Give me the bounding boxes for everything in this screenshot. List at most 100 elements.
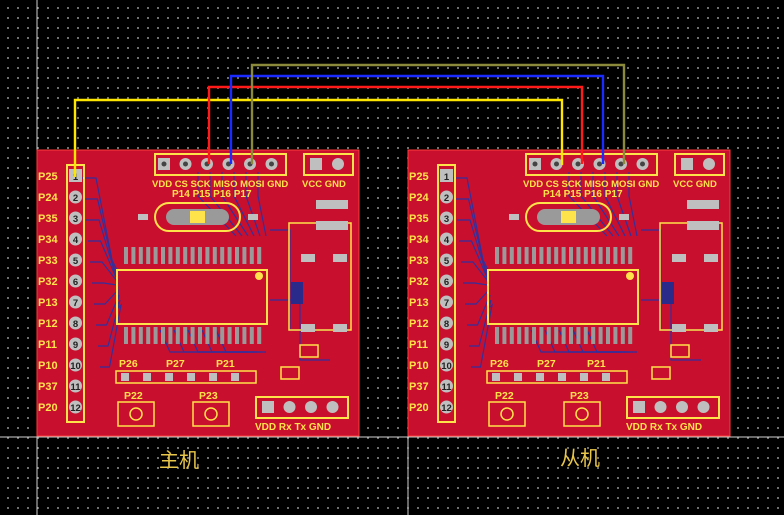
- mcu-pin-top: [591, 247, 596, 264]
- mcu-pins: [495, 247, 633, 344]
- mcu-pin-top: [561, 247, 566, 264]
- mcu-pin-top: [175, 247, 180, 264]
- mcu-pin-bottom: [532, 327, 536, 344]
- pin-number: 2: [73, 193, 78, 204]
- mcu-pin-top: [569, 247, 573, 264]
- trace-bottom-4: [586, 329, 637, 353]
- uart-pad-square: [633, 401, 645, 413]
- board-outline: [36, 149, 360, 437]
- regulator-tab: [662, 282, 674, 304]
- pin-number: 4: [444, 235, 450, 246]
- pin-pad: [69, 211, 82, 225]
- cap-small-2: [651, 366, 671, 380]
- led-pad: [209, 373, 217, 381]
- trace-bottom-4: [215, 329, 266, 353]
- mcu-pin-bottom: [606, 327, 610, 344]
- mcu-pin-top: [131, 247, 136, 264]
- mcu-pin-bottom: [190, 327, 195, 344]
- regulator-pad-3: [301, 324, 315, 332]
- power-header-outline: [674, 153, 725, 176]
- pin-number: 11: [70, 382, 81, 393]
- mcu-pin-bottom: [613, 327, 618, 344]
- pin-label-p37: P37: [38, 381, 58, 393]
- power-header-label: VCC GND: [302, 179, 346, 190]
- button-p22-outline: [117, 401, 155, 427]
- led-pad: [187, 373, 195, 381]
- led-pad: [580, 373, 588, 381]
- pin-pad: [440, 274, 453, 288]
- power-pad-square: [681, 158, 693, 170]
- pin-pad: [440, 190, 453, 204]
- crystal-pad-left: [509, 214, 519, 220]
- pin-label-p34: P34: [409, 234, 429, 246]
- trace-0: [453, 177, 490, 273]
- uart-pad: [326, 401, 339, 413]
- mcu-pin-bottom: [168, 327, 173, 344]
- mcu-pin-bottom: [495, 327, 499, 344]
- mcu-pin-bottom: [628, 327, 633, 344]
- power-pad-square: [310, 158, 322, 170]
- mcu-pin-top: [146, 247, 151, 264]
- pin-label-p25: P25: [38, 171, 58, 183]
- mcu-pin-bottom: [249, 327, 254, 344]
- uart-pad: [283, 401, 296, 413]
- mcu-pin-top: [606, 247, 610, 264]
- mcu-pin-bottom: [620, 327, 625, 344]
- mcu-pin-bottom: [212, 327, 217, 344]
- board-outline: [407, 149, 731, 437]
- spi-pad-hole: [269, 161, 274, 167]
- pin-pad: [69, 400, 82, 414]
- uart-header-outline: [255, 396, 349, 419]
- mcu-pin-top: [628, 247, 633, 264]
- spi-pad-hole: [183, 161, 188, 167]
- left-header-outline: [437, 164, 456, 423]
- mcu-pin-bottom: [242, 327, 247, 344]
- spi-pad-hole: [161, 161, 167, 167]
- led-label-p21: P21: [587, 358, 606, 370]
- spi-header-label: VDD CS SCK MISO MOSI GND: [152, 179, 288, 190]
- pin-number: 8: [73, 319, 78, 330]
- led-pad: [558, 373, 566, 381]
- trace-8: [98, 299, 121, 347]
- mcu-pin-top: [598, 247, 603, 264]
- led-row-outline: [486, 370, 628, 384]
- pin-number: 1: [73, 172, 79, 183]
- trace-top-4: [616, 172, 632, 237]
- crystal-pad-left: [138, 214, 148, 220]
- mcu-pin-top: [168, 247, 173, 264]
- trace-top-5: [628, 172, 638, 237]
- mcu-pin-top: [227, 247, 232, 264]
- mcu-pin-top: [153, 247, 158, 264]
- led-label-p27: P27: [166, 358, 185, 370]
- mcu-pin-top: [583, 247, 588, 264]
- trace-9: [471, 303, 493, 368]
- spi-pad-hole: [532, 161, 538, 167]
- regulator-pad-2: [704, 254, 718, 262]
- pin-label-p10: P10: [409, 360, 429, 372]
- trace-top-3: [233, 172, 255, 237]
- pin-label-p20: P20: [38, 402, 58, 414]
- pin-pad: [440, 295, 453, 309]
- cap-pad-1: [316, 200, 348, 209]
- regulator-pad-2: [333, 254, 347, 262]
- trace-8: [469, 299, 492, 347]
- pin-pad: [440, 358, 453, 372]
- pin-label-p13: P13: [38, 297, 58, 309]
- pin-pad: [69, 379, 82, 393]
- pin-label-p13: P13: [409, 297, 429, 309]
- port-labels: P14 P15 P16 P17: [543, 189, 623, 200]
- pin-pad: [69, 232, 82, 246]
- pin-label-p37: P37: [409, 381, 429, 393]
- mcu-pin-top: [212, 247, 217, 264]
- trace-top-5: [257, 172, 267, 237]
- uart-header-label: VDD Rx Tx GND: [626, 422, 702, 433]
- led-label-p26: P26: [119, 358, 138, 370]
- mcu-pin-bottom: [576, 327, 581, 344]
- button-p22-outline: [488, 401, 526, 427]
- uart-pad-square: [262, 401, 274, 413]
- mcu-pin1-marker: [255, 272, 263, 280]
- mcu-pin-bottom: [161, 327, 165, 344]
- button-label-p22: P22: [124, 390, 143, 402]
- mcu-pin-top: [249, 247, 254, 264]
- mcu-outline: [487, 269, 639, 325]
